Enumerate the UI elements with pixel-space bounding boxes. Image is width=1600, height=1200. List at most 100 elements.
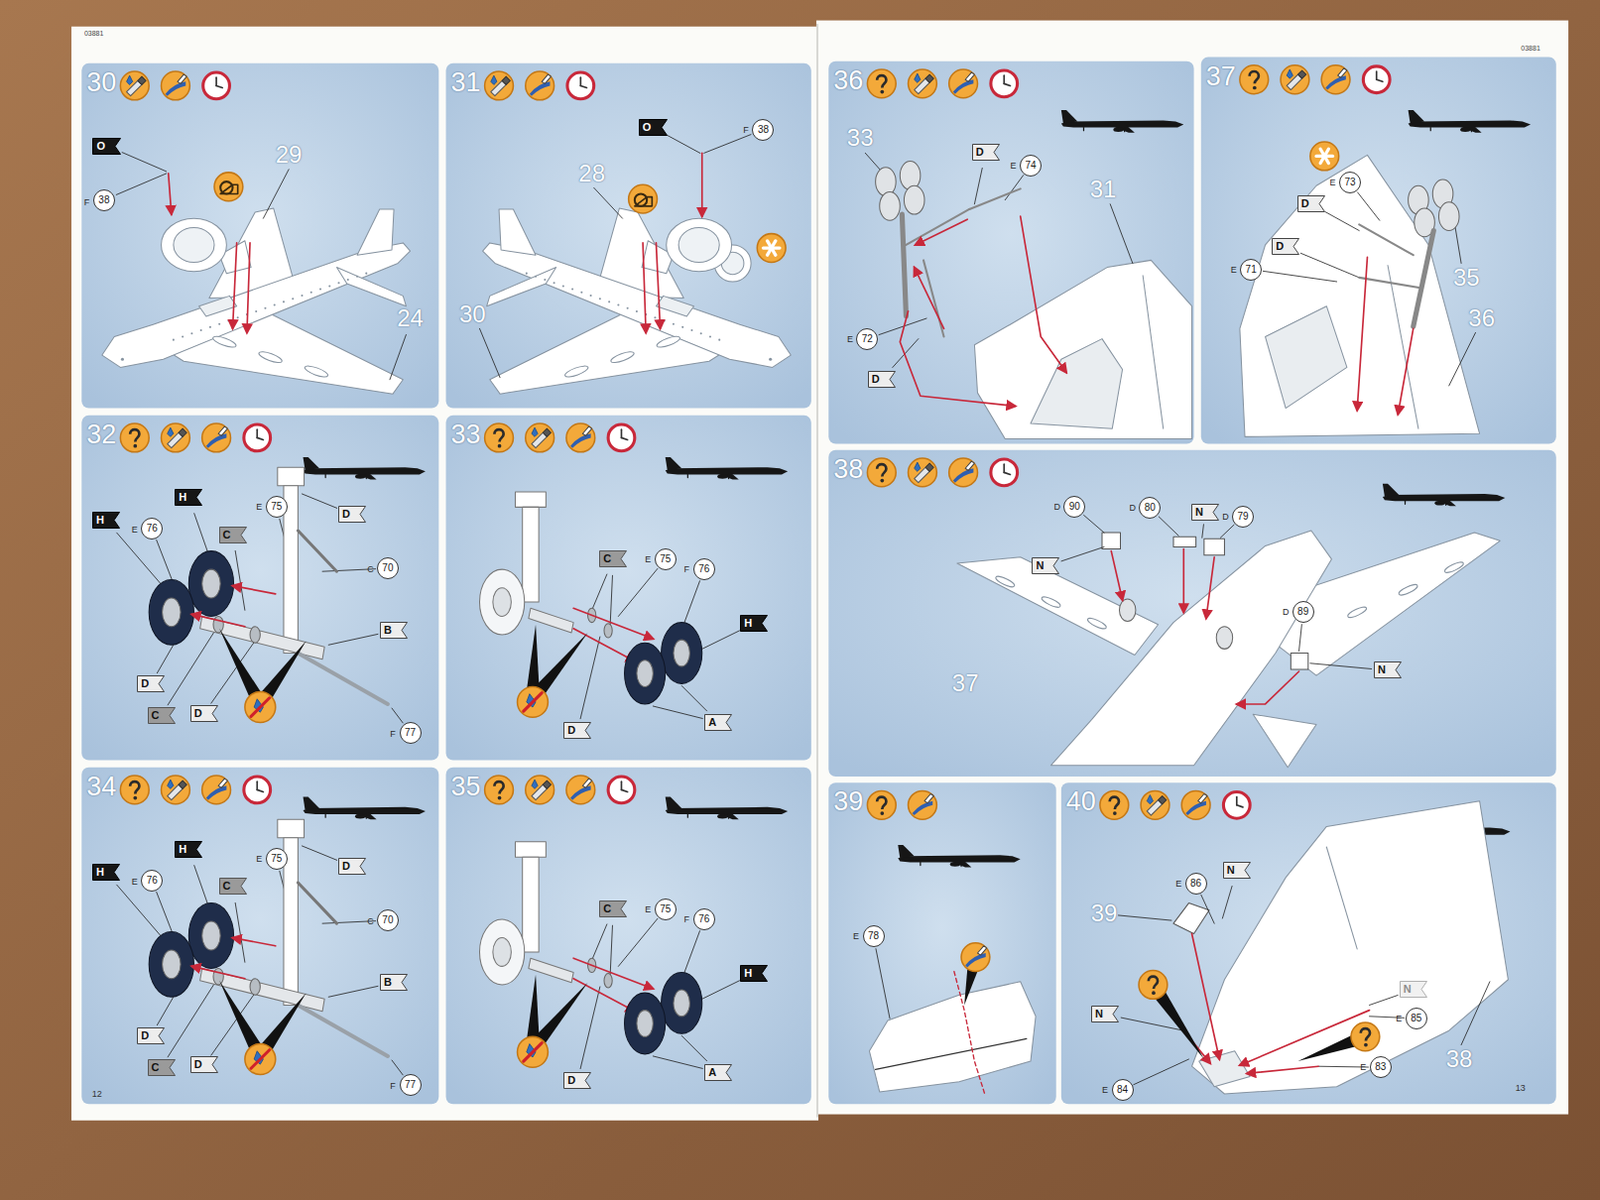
- part-callout: 75: [265, 495, 288, 518]
- wheel-hub: [202, 921, 222, 951]
- fuselage-underside: [1192, 801, 1509, 1095]
- color-code: O: [92, 137, 122, 155]
- sprue-letter: F: [84, 197, 91, 208]
- red-arrow: [1182, 549, 1185, 614]
- flag-outline: [175, 490, 203, 506]
- part-callout: 79: [1231, 505, 1254, 528]
- silhouette-wing: [714, 472, 739, 480]
- step-icon: [120, 71, 149, 101]
- step-icon: [202, 775, 232, 805]
- step-icon: [485, 71, 514, 101]
- fuselage-underside: [974, 259, 1192, 439]
- question-mark: [1360, 1028, 1370, 1041]
- step-icon: [866, 458, 896, 488]
- part-callout: 84: [1111, 1079, 1134, 1102]
- icon-disc: [908, 790, 938, 820]
- flag-outline: [190, 705, 218, 722]
- silhouette-engine: [950, 861, 961, 867]
- color-code: H: [174, 841, 203, 859]
- flag-outline: [740, 615, 768, 632]
- part-number: 70: [377, 558, 398, 579]
- step-icon: [949, 69, 979, 99]
- silhouette-gear: [728, 474, 730, 479]
- wheel: [661, 622, 703, 685]
- question-dot: [879, 90, 884, 95]
- assembly-number: 30: [459, 300, 487, 329]
- wheel-hub: [636, 1010, 653, 1038]
- color-code: D: [1271, 238, 1300, 255]
- sprue-letter: E: [644, 904, 651, 915]
- flag-outline: [1399, 982, 1427, 998]
- part-callout: 76: [140, 869, 163, 892]
- window: [672, 323, 675, 326]
- glue-cap: [1298, 70, 1307, 79]
- fuselage: [102, 243, 411, 369]
- icon-disc: [485, 775, 514, 805]
- panel-line: [1387, 265, 1419, 430]
- leader-line: [1158, 516, 1179, 536]
- main-gear-group: [117, 467, 403, 724]
- step-icon: [1223, 791, 1250, 819]
- leader-line: [194, 513, 210, 557]
- wheel-hub: [492, 938, 512, 968]
- step-number: 36: [828, 61, 868, 101]
- leader-line: [667, 134, 701, 153]
- flag-outline: [175, 842, 203, 859]
- paint-stroke: [953, 468, 975, 483]
- leader-line: [235, 550, 246, 611]
- color-flag: D: [136, 1027, 165, 1045]
- icon-disc: [1321, 65, 1351, 95]
- window: [300, 294, 303, 297]
- window: [273, 304, 276, 307]
- color-flag: C: [147, 1059, 176, 1077]
- engine-intake: [678, 227, 720, 262]
- flap-fairing: [257, 350, 284, 366]
- step-panel: 34H76H75DC70BDCD77: [81, 767, 439, 1105]
- color-code: N: [1399, 981, 1428, 998]
- clock-icon: [203, 72, 231, 100]
- nose-bay: [1199, 1051, 1250, 1088]
- nose-gear-group: [479, 492, 739, 720]
- paint-stroke: [912, 801, 934, 816]
- step-icon: [1280, 65, 1310, 95]
- color-code: C: [599, 550, 627, 568]
- silhouette-wing: [1431, 498, 1457, 506]
- asterisk-arm: [767, 241, 776, 255]
- window: [626, 307, 629, 310]
- leader-line: [1455, 226, 1462, 263]
- window: [328, 284, 331, 287]
- leader-line: [116, 173, 166, 196]
- brush: [582, 426, 592, 436]
- step-panel: 30O38: [81, 63, 439, 409]
- window: [681, 326, 684, 329]
- color-code: D: [190, 705, 219, 723]
- gear-brace: [923, 259, 945, 337]
- color-code: N: [1223, 861, 1251, 879]
- color-flag: N: [1399, 981, 1428, 998]
- brush: [924, 793, 934, 803]
- kit-number: 03881: [1520, 44, 1540, 52]
- step-icon: [1239, 65, 1269, 95]
- sprue-letter: E: [1395, 1013, 1402, 1024]
- bogie-wheel: [879, 191, 901, 221]
- leader-line: [1300, 252, 1359, 278]
- glue-cap: [925, 74, 934, 83]
- question-mark: [876, 797, 886, 810]
- color-flag: D: [972, 143, 1000, 161]
- step-panel-ground: [81, 63, 439, 409]
- window: [263, 307, 266, 310]
- silhouette-gear: [687, 474, 689, 478]
- wheel: [479, 569, 524, 635]
- glue-drop: [167, 779, 174, 789]
- window: [534, 275, 537, 278]
- icon-disc: [517, 686, 549, 718]
- engine-intake: [173, 227, 215, 262]
- step-icon: [161, 775, 191, 805]
- sprue-letter: D: [1282, 607, 1290, 617]
- icon-disc: [214, 172, 244, 202]
- step-icon: [628, 184, 658, 214]
- clock-icon: [608, 776, 635, 804]
- window: [291, 297, 294, 300]
- window: [319, 288, 322, 291]
- window: [310, 291, 313, 294]
